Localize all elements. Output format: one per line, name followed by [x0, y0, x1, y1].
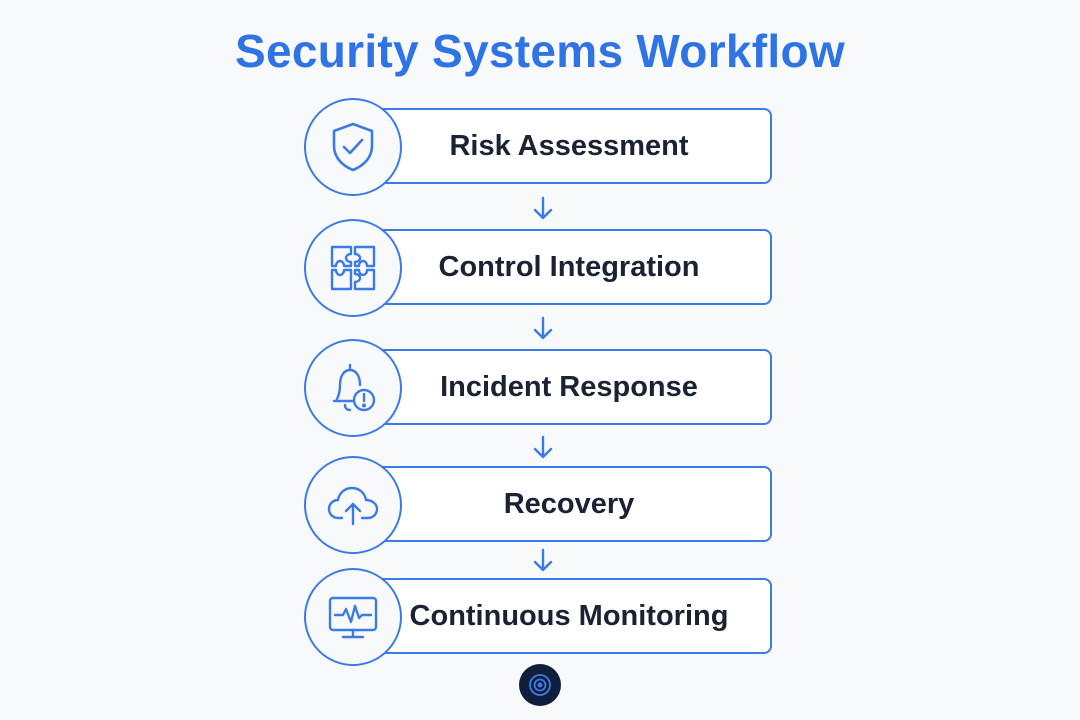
step-box [354, 108, 772, 184]
bell-alert-icon [304, 339, 402, 437]
arrow-down-icon [533, 196, 553, 220]
step-box [354, 349, 772, 425]
cloud-upload-icon [304, 456, 402, 554]
target-icon [519, 664, 561, 706]
step-box [354, 578, 772, 654]
step-label: Control Integration [438, 250, 700, 283]
arrow-down-icon [533, 435, 553, 459]
step-label: Continuous Monitoring [409, 599, 729, 632]
shield-check-icon [304, 98, 402, 196]
step-box [354, 229, 772, 305]
arrow-down-icon [533, 548, 553, 572]
step-label: Incident Response [440, 370, 698, 403]
monitor-pulse-icon [304, 568, 402, 666]
puzzle-icon [304, 219, 402, 317]
step-label: Recovery [503, 487, 635, 520]
diagram-title: Security Systems Workflow [235, 25, 845, 77]
arrow-down-icon [533, 316, 553, 340]
step-box [354, 466, 772, 542]
step-label: Risk Assessment [449, 129, 689, 162]
